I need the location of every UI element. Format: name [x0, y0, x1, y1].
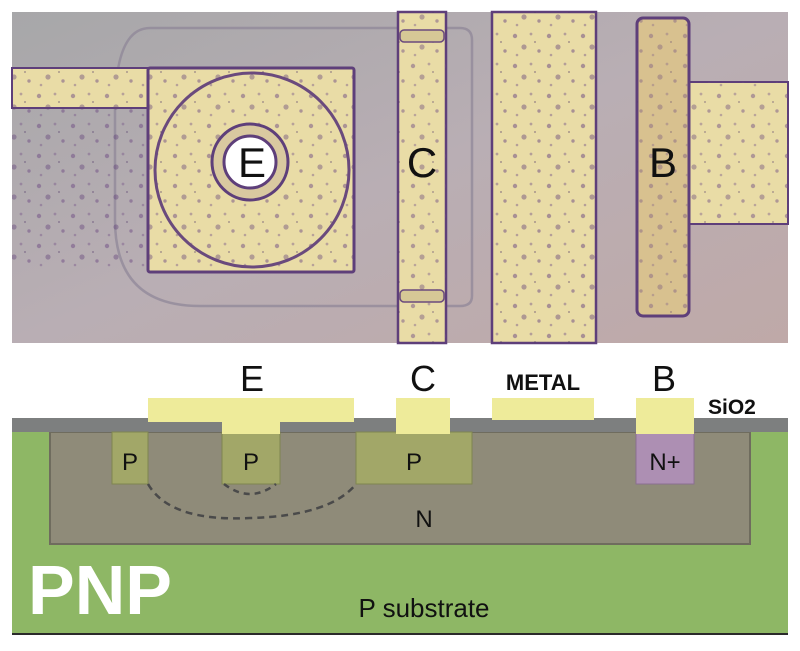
cross-section: E C METAL B SiO2 P P P N+ N P substrate …	[12, 358, 788, 635]
collector-label: C	[407, 139, 437, 186]
p-emitter-label: P	[243, 449, 259, 476]
p-region-left	[111, 431, 149, 485]
p-region-collector	[355, 431, 473, 485]
outer-depletion-dash	[146, 483, 357, 520]
metal-label: METAL	[506, 370, 580, 395]
substrate-label: P substrate	[358, 593, 489, 623]
pnp-label: PNP	[28, 551, 172, 629]
p-region-emitter	[221, 431, 281, 485]
collector-metal	[396, 10, 448, 345]
diagram-base-label: B	[652, 358, 676, 399]
p-collector-label: P	[406, 449, 422, 476]
emitter-contact	[148, 398, 354, 434]
n-plus-label: N+	[649, 449, 680, 476]
die-photo: E C B	[11, 10, 789, 345]
metal-strip	[490, 10, 598, 345]
inner-depletion-dash	[223, 483, 277, 496]
p-left-label: P	[122, 449, 138, 476]
n-well-label: N	[415, 506, 432, 533]
emitter-metal	[11, 66, 356, 274]
diagram-collector-label: C	[410, 358, 436, 399]
base-label: B	[649, 139, 677, 186]
collector-contact	[396, 398, 450, 434]
n-plus-region	[635, 431, 695, 485]
sio2-label: SiO2	[708, 396, 756, 419]
base-contact	[636, 398, 694, 434]
emitter-label: E	[238, 139, 266, 186]
metal-trace	[492, 398, 594, 420]
diagram-emitter-label: E	[240, 358, 264, 399]
base-metal	[635, 16, 789, 318]
